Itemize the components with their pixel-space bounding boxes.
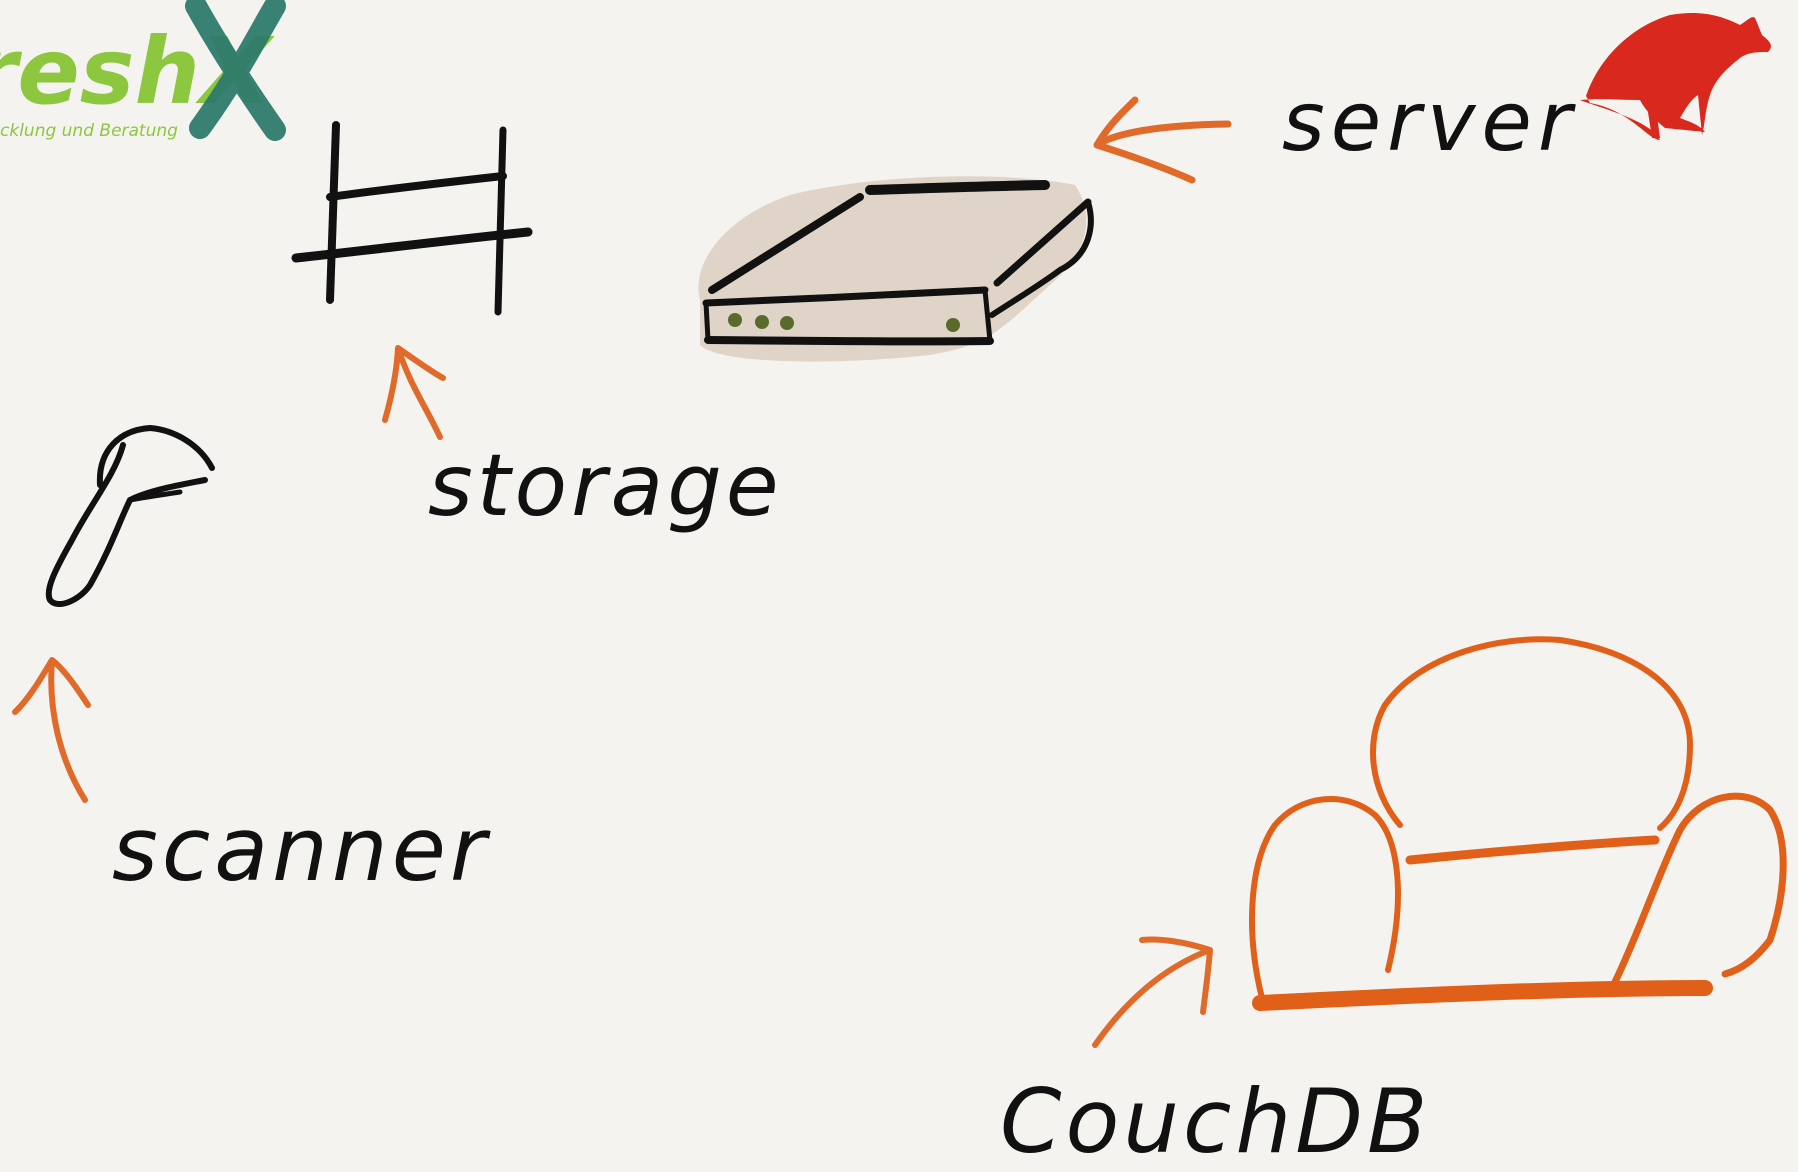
company-logo: reshX cklung und Beratung [0,0,286,141]
server-box-icon [698,176,1094,362]
scanner-handheld-icon [45,424,215,607]
scanner-arrow [12,657,91,803]
logo-tagline: cklung und Beratung [0,121,178,141]
couch-icon [1249,636,1787,1011]
scanner-label: scanner [112,798,491,901]
rack-icon [291,121,533,316]
logo-x-mark [185,0,286,141]
server-label: server [1282,75,1578,170]
storage-arrow [382,345,446,440]
couchdb-arrow [1092,936,1213,1048]
storage-label: storage [428,436,783,536]
kangaroo-icon [1580,13,1771,141]
couchdb-label: CouchDB [1000,1070,1431,1172]
server-arrow [1093,96,1232,184]
